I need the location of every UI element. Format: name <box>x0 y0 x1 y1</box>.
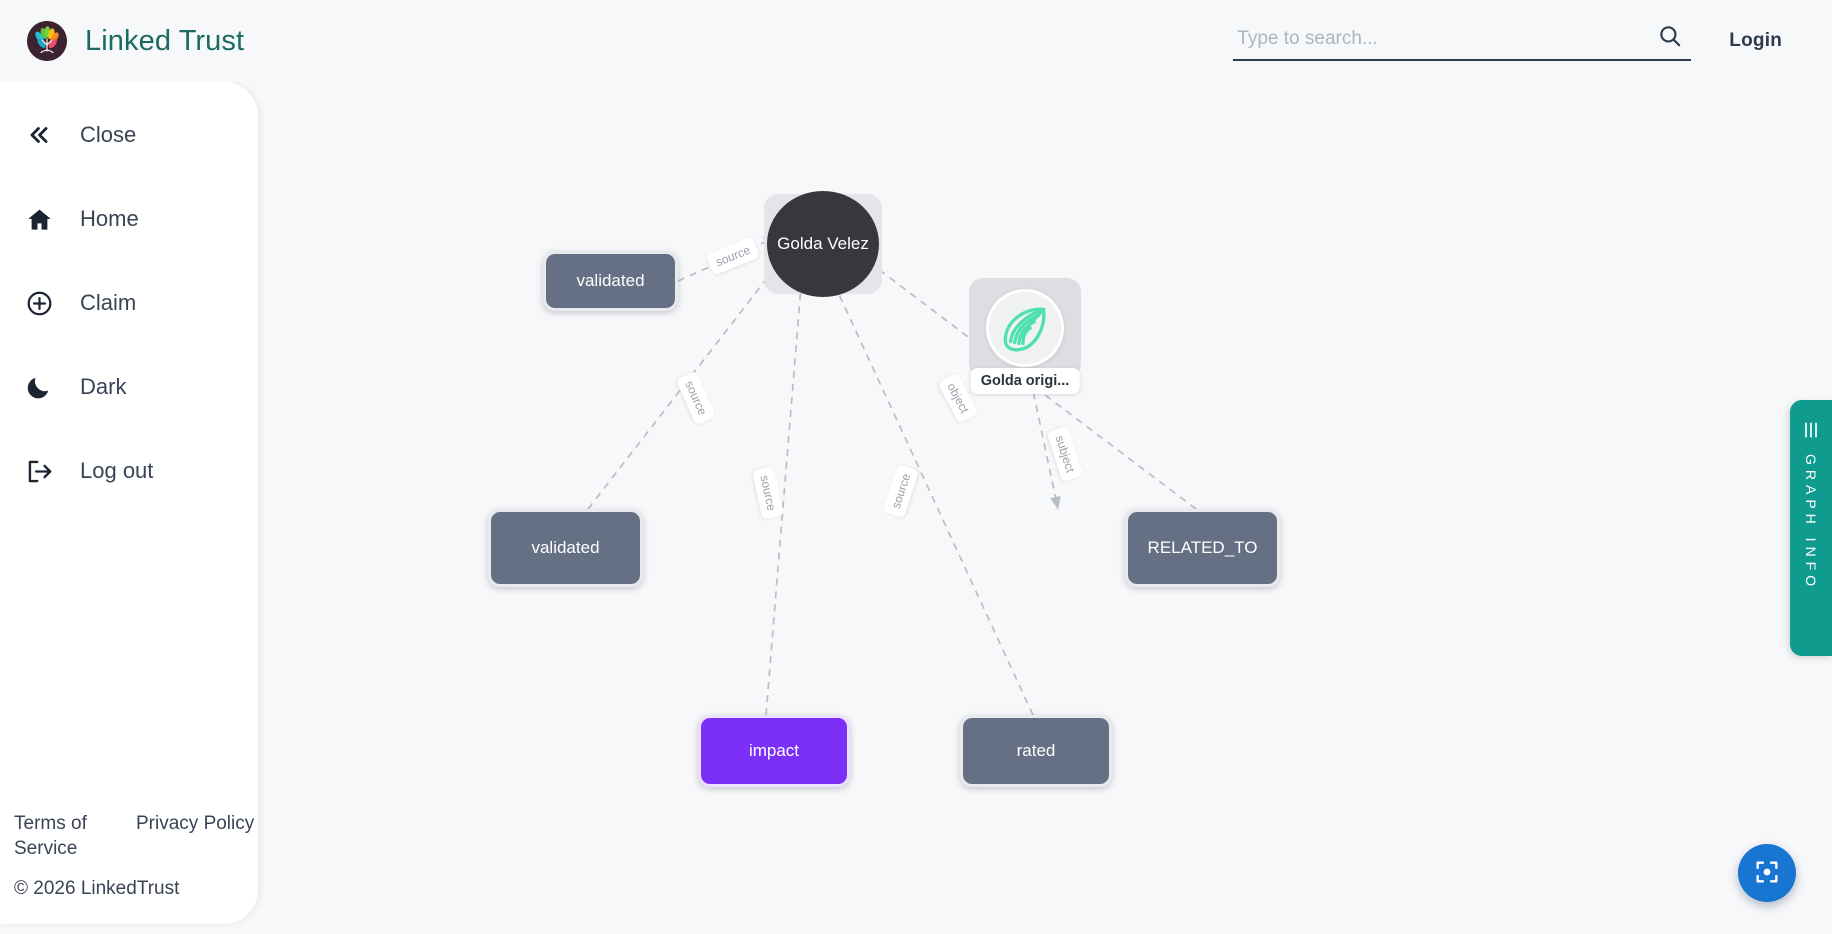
green-leaf-icon <box>986 289 1064 367</box>
brand-title: Linked Trust <box>85 24 245 57</box>
terms-of-service-link[interactable]: Terms of Service <box>14 812 87 860</box>
entity-node-label: Golda origi... <box>970 368 1080 394</box>
search-button[interactable] <box>1649 21 1691 56</box>
top-bar-actions: Login <box>1233 21 1832 61</box>
sidebar-item-home[interactable]: Home <box>0 188 258 250</box>
graph-node-entity[interactable]: Golda origi... <box>969 278 1081 394</box>
sidebar-item-close[interactable]: Close <box>0 104 258 166</box>
footer-links: Terms of Service Privacy Policy <box>14 811 258 862</box>
person-node-box[interactable]: Golda Velez <box>764 191 882 297</box>
node-label[interactable]: rated <box>960 715 1112 787</box>
search-bar <box>1233 21 1692 61</box>
moon-icon <box>22 374 56 400</box>
menu-icon <box>1801 420 1821 440</box>
node-label[interactable]: validated <box>543 251 678 311</box>
node-label[interactable]: validated <box>488 509 643 587</box>
graph-edges <box>587 236 1197 716</box>
brand[interactable]: Linked Trust <box>0 21 244 61</box>
graph-node-validated-2[interactable]: validated <box>488 509 643 587</box>
home-icon <box>22 206 56 233</box>
graph-info-tab[interactable]: GRAPH INFO <box>1790 400 1832 656</box>
graph-node-rated[interactable]: rated <box>960 715 1112 787</box>
entity-node-box[interactable]: Golda origi... <box>969 278 1081 394</box>
graph-node-impact[interactable]: impact <box>698 715 850 787</box>
double-chevron-left-icon <box>22 122 56 148</box>
graph-info-label: GRAPH INFO <box>1803 454 1819 592</box>
sidebar-item-label: Claim <box>80 290 137 315</box>
sidebar-item-label: Dark <box>80 374 127 399</box>
graph-node-person[interactable]: Golda Velez <box>764 191 882 297</box>
sidebar-item-label: Close <box>80 122 137 147</box>
graph-canvas[interactable]: Golda Velez Golda origi... <box>258 82 1832 934</box>
top-bar: Linked Trust Login <box>0 0 1832 82</box>
sidebar-footer: Terms of Service Privacy Policy © 2026 L… <box>0 811 258 924</box>
node-label[interactable]: impact <box>698 715 850 787</box>
graph-node-validated-1[interactable]: validated <box>543 251 678 311</box>
center-focus-icon <box>1753 858 1781 889</box>
sidebar-item-logout[interactable]: Log out <box>0 440 258 502</box>
copyright-text: © 2026 LinkedTrust <box>14 878 180 899</box>
sidebar-item-label: Log out <box>80 458 154 483</box>
footer-col-terms: Terms of Service <box>14 811 136 862</box>
person-node-label: Golda Velez <box>767 191 879 297</box>
plus-circle-icon <box>22 290 56 317</box>
footer-col-privacy: Privacy Policy <box>136 811 258 862</box>
sidebar-item-dark[interactable]: Dark <box>0 356 258 418</box>
tree-logo-icon <box>27 21 67 61</box>
logout-icon <box>22 458 56 485</box>
recenter-graph-button[interactable] <box>1738 844 1796 902</box>
graph-node-related-to[interactable]: RELATED_TO <box>1125 509 1280 587</box>
sidebar: Close Home Claim <box>0 82 258 924</box>
privacy-policy-link[interactable]: Privacy Policy <box>136 812 255 834</box>
node-label[interactable]: RELATED_TO <box>1125 509 1280 587</box>
sidebar-item-label: Home <box>80 206 139 231</box>
login-button[interactable]: Login <box>1691 22 1802 60</box>
search-icon <box>1657 23 1683 52</box>
search-input[interactable] <box>1233 22 1650 56</box>
sidebar-item-claim[interactable]: Claim <box>0 272 258 334</box>
sidebar-nav: Close Home Claim <box>0 82 258 524</box>
